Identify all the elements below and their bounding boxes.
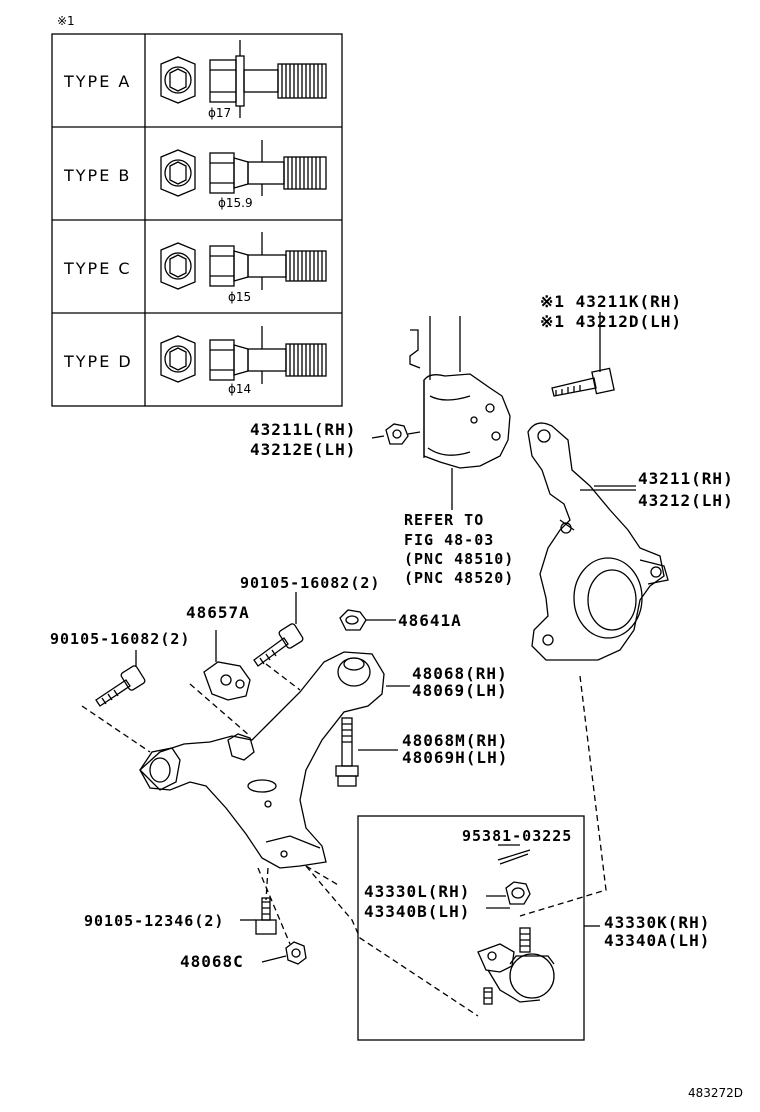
steering-knuckle <box>527 422 669 661</box>
flange-nut-icon <box>339 609 396 631</box>
part-48068: 48068(RH) <box>412 664 508 683</box>
part-43330k: 43330K(RH) <box>604 913 711 932</box>
type-a-diameter: ϕ17 <box>208 106 232 120</box>
figure-id: 483272D <box>688 1086 744 1100</box>
camber-bolt-icon <box>551 360 615 397</box>
part-43212e: 43212E(LH) <box>250 440 357 459</box>
refer-line-2: FIG 48-03 <box>404 531 495 549</box>
part-95381: 95381-03225 <box>462 827 573 845</box>
part-48069h: 48069H(LH) <box>402 748 509 767</box>
type-table <box>51 33 343 407</box>
refer-line-1: REFER TO <box>404 511 485 529</box>
note-marker: ※1 <box>57 14 75 28</box>
refer-line-3: (PNC 48510) <box>404 550 515 568</box>
type-d-label: TYPE D <box>64 352 133 371</box>
part-43340a: 43340A(LH) <box>604 931 711 950</box>
bolt-icon <box>95 650 146 707</box>
part-90105-12346: 90105-12346(2) <box>84 912 225 930</box>
part-48069: 48069(LH) <box>412 681 508 700</box>
bolt-icon <box>253 592 304 667</box>
ball-joint-box <box>357 815 585 1041</box>
part-43211: 43211(RH) <box>638 469 734 488</box>
hub-bolt-type-c-icon <box>160 232 327 290</box>
part-90105-16082-lower: 90105-16082(2) <box>50 630 191 648</box>
part-43212d: ※1 43212D(LH) <box>540 312 682 331</box>
hub-bolt-type-b-icon <box>160 140 327 197</box>
part-48657a: 48657A <box>186 603 250 622</box>
flange-nut-icon <box>385 423 421 445</box>
vertical-bolt-icon <box>335 717 398 787</box>
part-43340b: 43340B(LH) <box>364 902 471 921</box>
type-b-diameter: ϕ15.9 <box>218 196 253 210</box>
type-b-label: TYPE B <box>64 166 132 185</box>
type-a-label: TYPE A <box>64 72 132 91</box>
connection-lines <box>81 663 607 1017</box>
type-c-diameter: ϕ15 <box>228 290 252 304</box>
part-43211l: 43211L(RH) <box>250 420 357 439</box>
part-48641a: 48641A <box>398 611 462 630</box>
type-d-diameter: ϕ14 <box>228 382 252 396</box>
part-90105-16082-upper: 90105-16082(2) <box>240 574 381 592</box>
nut-icon <box>261 941 307 965</box>
leader-lines <box>371 312 636 927</box>
bolt-icon <box>240 897 277 935</box>
part-48068m: 48068M(RH) <box>402 731 509 750</box>
refer-line-4: (PNC 48520) <box>404 569 515 587</box>
part-43211k: ※1 43211K(RH) <box>540 292 682 311</box>
part-43212: 43212(LH) <box>638 491 734 510</box>
type-c-label: TYPE C <box>64 259 132 278</box>
hub-bolt-type-a-icon <box>160 40 327 118</box>
part-48068c: 48068C <box>180 952 244 971</box>
bushing-bracket-icon <box>203 630 251 701</box>
strut-bracket <box>409 316 511 510</box>
lower-control-arm <box>139 651 385 869</box>
hub-bolt-type-d-icon <box>160 326 327 384</box>
part-43330l: 43330L(RH) <box>364 882 471 901</box>
